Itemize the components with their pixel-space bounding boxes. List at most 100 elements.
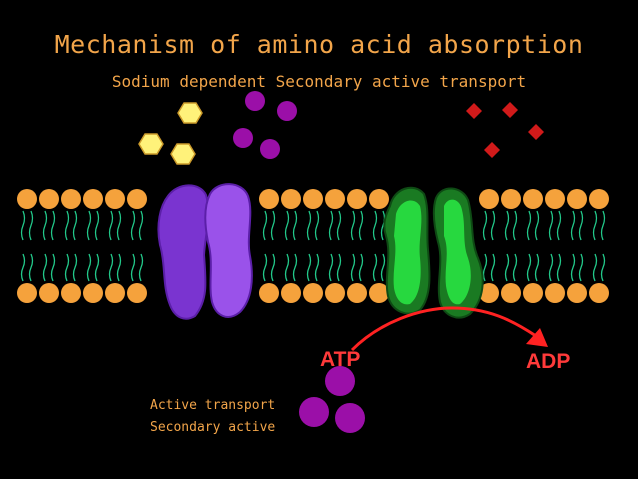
sodium-ion: [260, 139, 280, 159]
lipid-tail: [336, 253, 342, 282]
lipid-tail: [570, 253, 576, 282]
sodium-ion: [245, 91, 265, 111]
lipid-tail: [50, 253, 56, 282]
lipid-tail: [130, 210, 136, 241]
lipid-head: [127, 189, 147, 209]
lipid-head: [347, 283, 367, 303]
lipid-tail: [292, 210, 298, 241]
lipid-tail: [64, 253, 70, 282]
sodium-ions-bottom: [299, 366, 365, 433]
lipid-head: [545, 189, 565, 209]
lipid-tail: [380, 253, 386, 282]
lipid-tail: [86, 253, 92, 282]
lipid-head: [369, 283, 389, 303]
lipid-tail: [72, 210, 78, 241]
lipid-tail: [262, 253, 268, 282]
lipid-tail: [20, 253, 26, 282]
lipid-tail: [72, 253, 78, 282]
lipid-head: [61, 189, 81, 209]
lipid-tail: [578, 210, 584, 241]
lipid-tail: [526, 210, 532, 241]
lipid-tail: [270, 253, 276, 282]
lipid-tail: [42, 253, 48, 282]
lipid-tail: [336, 210, 342, 241]
lipid-head: [589, 283, 609, 303]
sodium-ions-top: [233, 91, 297, 159]
lipid-tail: [130, 253, 136, 282]
lipid-head: [369, 189, 389, 209]
lipid-tail: [28, 210, 34, 241]
lipid-tail: [372, 210, 378, 241]
lipid-tail: [306, 210, 312, 241]
lipid-head: [83, 283, 103, 303]
lipid-tail: [526, 253, 532, 282]
lipid-tail: [328, 210, 334, 241]
lipid-tail: [262, 210, 268, 241]
lipid-head: [479, 283, 499, 303]
atp-label: ATP: [320, 348, 361, 371]
lipid-tail: [512, 210, 518, 241]
lipid-tails: [20, 210, 606, 282]
lipid-tail: [284, 253, 290, 282]
lipid-tail: [600, 210, 606, 241]
lipid-head: [17, 189, 37, 209]
lipid-head: [281, 283, 301, 303]
lipid-head: [567, 283, 587, 303]
lipid-tail: [482, 210, 488, 241]
lipid-head: [523, 283, 543, 303]
note-active-transport: Active transport: [150, 398, 276, 413]
red-diamonds: [466, 102, 544, 158]
lipid-tail: [534, 210, 540, 241]
lipid-head: [303, 189, 323, 209]
note-secondary-active: Secondary active: [150, 420, 276, 435]
lipid-tail: [108, 210, 114, 241]
diamond-shape: [528, 124, 544, 140]
lipid-heads: [17, 189, 609, 303]
lipid-head: [105, 283, 125, 303]
lipid-head: [589, 189, 609, 209]
lipid-tail: [350, 210, 356, 241]
green-carrier-protein: [383, 186, 484, 319]
lipid-head: [105, 189, 125, 209]
lipid-tail: [512, 253, 518, 282]
lipid-tail: [556, 253, 562, 282]
lipid-head: [567, 189, 587, 209]
lipid-tail: [380, 210, 386, 241]
hexagon-shape: [138, 133, 164, 155]
lipid-tail: [482, 253, 488, 282]
sodium-ion: [325, 366, 355, 396]
sodium-ion: [233, 128, 253, 148]
adp-label: ADP: [526, 350, 571, 373]
lipid-head: [259, 189, 279, 209]
lipid-head: [523, 189, 543, 209]
lipid-tail: [138, 210, 144, 241]
sodium-ion: [335, 403, 365, 433]
lipid-tail: [504, 210, 510, 241]
lipid-tail: [358, 253, 364, 282]
lipid-tail: [138, 253, 144, 282]
lipid-tail: [504, 253, 510, 282]
lipid-tail: [116, 253, 122, 282]
diamond-shape: [484, 142, 500, 158]
lipid-head: [83, 189, 103, 209]
lipid-tail: [372, 253, 378, 282]
lipid-tail: [50, 210, 56, 241]
hexagon-shape: [177, 102, 203, 124]
lipid-tail: [490, 210, 496, 241]
lipid-tail: [534, 253, 540, 282]
lipid-head: [127, 283, 147, 303]
lipid-head: [39, 283, 59, 303]
lipid-tail: [94, 210, 100, 241]
lipid-head: [303, 283, 323, 303]
lipid-tail: [556, 210, 562, 241]
lipid-tail: [28, 253, 34, 282]
lipid-tail: [570, 210, 576, 241]
lipid-tail: [578, 253, 584, 282]
lipid-tail: [592, 210, 598, 241]
lipid-head: [501, 283, 521, 303]
lipid-tail: [548, 253, 554, 282]
lipid-head: [17, 283, 37, 303]
lipid-head: [259, 283, 279, 303]
lipid-tail: [358, 210, 364, 241]
